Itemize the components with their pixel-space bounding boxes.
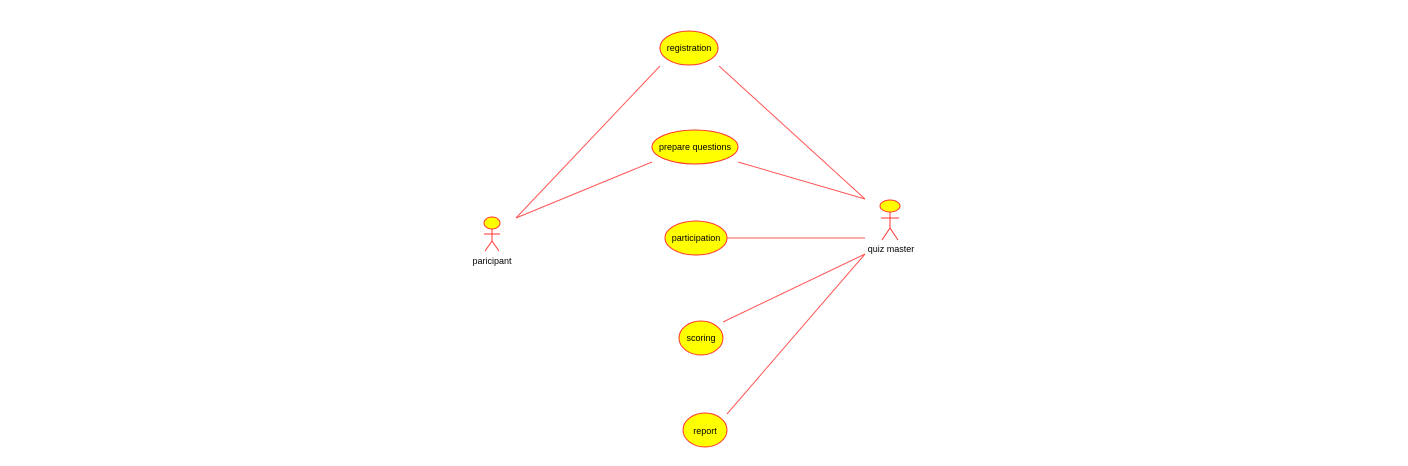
actor-label: quiz master (868, 244, 915, 254)
use-case-label: registration (667, 43, 712, 53)
use-case-label: prepare questions (659, 142, 732, 152)
association-participant-prepare-questions (515, 161, 653, 219)
use-case-prepare-questions[interactable]: prepare questions (651, 129, 739, 165)
stick-figure-icon (483, 216, 501, 252)
actor-label: paricipant (472, 256, 512, 266)
association-quiz-master-scoring (722, 253, 866, 323)
actor-participant[interactable]: paricipant (472, 216, 512, 266)
association-quiz-master-prepare-questions (737, 161, 866, 200)
use-case-ellipse (664, 220, 728, 256)
use-case-participation[interactable]: participation (664, 220, 728, 256)
stick-figure-icon (879, 199, 901, 241)
association-participant-registration (515, 65, 661, 219)
use-case-label: participation (672, 233, 721, 243)
association-quiz-master-report (726, 253, 866, 415)
associations (515, 65, 866, 415)
association-quiz-master-registration (718, 65, 866, 200)
use-case-ellipse (659, 30, 719, 66)
use-case-registration[interactable]: registration (659, 30, 719, 66)
use-case-ellipse (651, 129, 739, 165)
use-case-scoring[interactable]: scoring (678, 320, 724, 356)
use-case-report[interactable]: report (682, 412, 728, 448)
use-case-ellipse (678, 320, 724, 356)
use-case-label: scoring (686, 333, 715, 343)
use-case-label: report (693, 426, 717, 436)
use-case-ellipse (682, 412, 728, 448)
actor-quiz-master[interactable]: quiz master (868, 199, 915, 254)
